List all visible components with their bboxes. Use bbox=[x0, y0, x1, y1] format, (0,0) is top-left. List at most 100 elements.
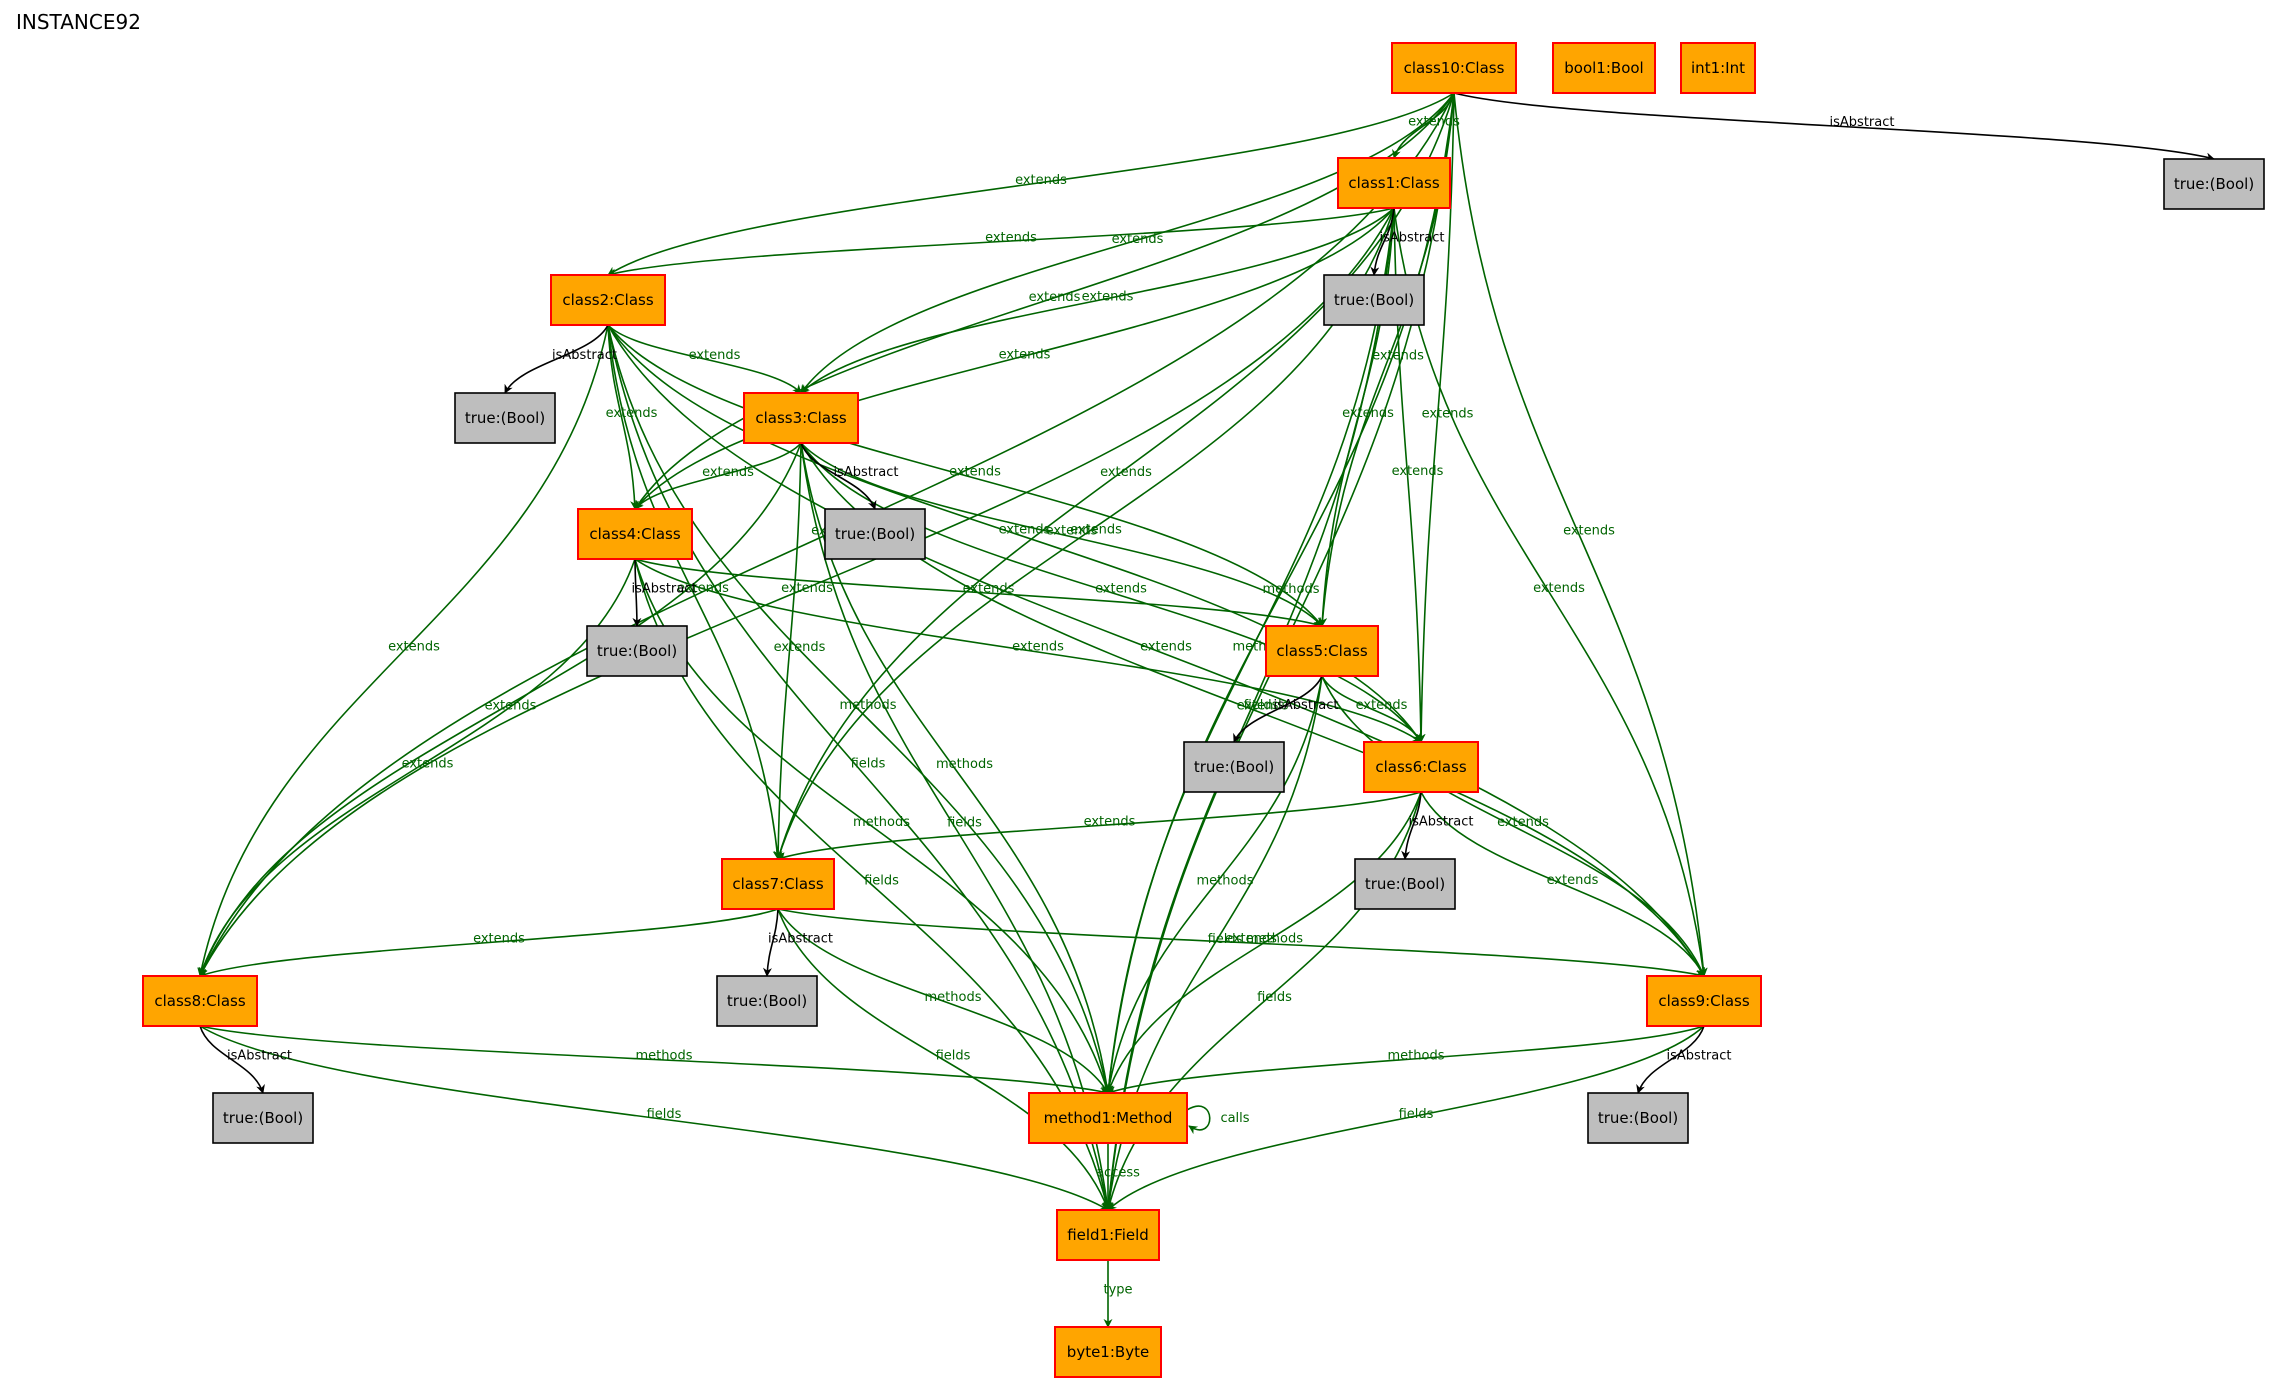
edge-label: fields bbox=[947, 816, 982, 831]
edge-label: methods bbox=[925, 990, 982, 1005]
edge-class5-t5-isAbstract: isAbstract bbox=[1233, 675, 1338, 743]
edge-label: methods bbox=[936, 757, 993, 772]
node-label-t2: true:(Bool) bbox=[465, 409, 545, 427]
edge-class6-class9-extends: extends bbox=[1420, 791, 1705, 977]
edge-label: isAbstract bbox=[632, 582, 697, 597]
edge-label: fields bbox=[1208, 932, 1243, 947]
edge-class8-method1-methods: methods bbox=[199, 1025, 1109, 1096]
node-box-int1 bbox=[1680, 42, 1756, 94]
edge-label: extends bbox=[1342, 406, 1394, 421]
node-class1: class1:Class bbox=[1337, 157, 1451, 209]
edge-label: isAbstract bbox=[834, 465, 899, 480]
edge-label: extends bbox=[1563, 524, 1615, 539]
edge-line bbox=[1106, 791, 1422, 1094]
edge-line bbox=[1233, 675, 1323, 743]
edge-label: extends bbox=[1392, 464, 1444, 479]
edge-line bbox=[777, 791, 1422, 861]
edge-label: access bbox=[1096, 1166, 1140, 1181]
edge-line bbox=[607, 324, 1111, 1211]
edge-label: extends bbox=[702, 465, 754, 480]
edge-label: extends bbox=[781, 581, 833, 596]
edge-label: calls bbox=[1220, 1111, 1249, 1126]
edge-field1-byte1-type: type bbox=[1103, 1260, 1133, 1328]
edge-line bbox=[1186, 1105, 1211, 1135]
node-box-t4 bbox=[586, 625, 688, 677]
node-box-t8 bbox=[212, 1092, 314, 1144]
node-label-t10: true:(Bool) bbox=[2174, 175, 2254, 193]
edge-label: extends bbox=[1372, 349, 1424, 364]
edge-class7-field1-fields: fields bbox=[777, 908, 1110, 1211]
edge-label: isAbstract bbox=[1667, 1049, 1732, 1064]
edge-line bbox=[634, 442, 802, 510]
edge-line bbox=[607, 324, 802, 394]
node-t7: true:(Bool) bbox=[716, 975, 818, 1027]
edge-class3-class4-extends: extends bbox=[634, 442, 802, 510]
edge-class7-class8-extends: extends bbox=[199, 908, 779, 978]
node-t3: true:(Bool) bbox=[824, 508, 926, 560]
edge-line bbox=[1107, 1025, 1705, 1095]
edge-label: extends bbox=[1015, 173, 1067, 188]
edge-class9-t9-isAbstract: isAbstract bbox=[1636, 1025, 1732, 1094]
edge-label: extends bbox=[388, 640, 440, 655]
node-box-class7 bbox=[721, 858, 835, 910]
edge-class10-t10-isAbstract: isAbstract bbox=[1453, 92, 2215, 162]
node-label-class8: class8:Class bbox=[154, 992, 245, 1010]
edge-line bbox=[504, 324, 609, 394]
node-t8: true:(Bool) bbox=[212, 1092, 314, 1144]
node-label-class1: class1:Class bbox=[1348, 174, 1439, 192]
node-t10: true:(Bool) bbox=[2163, 158, 2265, 210]
edge-line bbox=[777, 908, 1705, 979]
node-label-class7: class7:Class bbox=[732, 875, 823, 893]
edge-class2-class8-extends: extends bbox=[197, 324, 609, 977]
edge-class2-class5-extends: extends bbox=[607, 324, 1323, 627]
edge-class4-t4-isAbstract: isAbstract bbox=[632, 558, 697, 627]
edge-class10-class3-extends: extends bbox=[800, 92, 1455, 394]
edge-label: extends bbox=[1100, 465, 1152, 480]
edge-line bbox=[1393, 207, 1708, 977]
edge-label: extends bbox=[1140, 640, 1192, 655]
edge-class9-field1-fields: fields bbox=[1107, 1025, 1705, 1211]
edge-label: isAbstract bbox=[768, 932, 833, 947]
edge-line bbox=[800, 442, 1422, 743]
edge-label: extends bbox=[402, 757, 454, 772]
edge-class2-class6-extends: extends bbox=[607, 324, 1422, 743]
node-label-t5: true:(Bool) bbox=[1194, 758, 1274, 776]
node-box-t5 bbox=[1183, 741, 1285, 793]
edge-method1-field1-access: access bbox=[1096, 1143, 1140, 1211]
node-t4: true:(Bool) bbox=[586, 625, 688, 677]
node-label-bool1: bool1:Bool bbox=[1564, 59, 1643, 77]
edge-line bbox=[634, 207, 1395, 510]
node-class10: class10:Class bbox=[1391, 42, 1517, 94]
node-byte1: byte1:Byte bbox=[1054, 1326, 1162, 1378]
edge-layer: extends extends extends extends extends exten… bbox=[197, 92, 2215, 1328]
edge-method1-method1-calls: calls bbox=[1186, 1105, 1250, 1135]
node-label-class3: class3:Class bbox=[755, 409, 846, 427]
node-method1: method1:Method bbox=[1028, 1092, 1188, 1144]
edge-label: extends bbox=[999, 523, 1051, 538]
node-class7: class7:Class bbox=[721, 858, 835, 910]
edge-line bbox=[607, 324, 782, 860]
edge-class1-t1-isAbstract: isAbstract bbox=[1370, 207, 1444, 276]
edge-label: isAbstract bbox=[227, 1049, 292, 1064]
edge-line bbox=[773, 442, 802, 860]
edge-label: extends bbox=[1356, 698, 1408, 713]
node-t5: true:(Bool) bbox=[1183, 741, 1285, 793]
node-box-t7 bbox=[716, 975, 818, 1027]
edge-line bbox=[1636, 1025, 1705, 1094]
edge-label: extends bbox=[1497, 815, 1549, 830]
node-label-method1: method1:Method bbox=[1044, 1109, 1173, 1127]
edge-line bbox=[607, 324, 1323, 627]
edge-class10-class9-extends: extends bbox=[1453, 92, 1708, 977]
edge-class6-class7-extends: extends bbox=[777, 791, 1422, 861]
edge-class6-field1-fields: fields bbox=[1105, 791, 1422, 1211]
edge-class2-class4-extends: extends bbox=[606, 324, 658, 510]
edge-class3-class5-extends: extends bbox=[800, 442, 1323, 627]
edge-class1-class2-extends: extends bbox=[607, 207, 1395, 278]
edge-class4-class5-extends: extends bbox=[634, 558, 1323, 629]
edge-line bbox=[800, 92, 1455, 394]
edge-line bbox=[1401, 791, 1422, 860]
edge-label: fields bbox=[851, 757, 886, 772]
edge-label: extends bbox=[999, 348, 1051, 363]
node-box-t9 bbox=[1587, 1092, 1689, 1144]
edge-line bbox=[199, 1025, 1109, 1096]
